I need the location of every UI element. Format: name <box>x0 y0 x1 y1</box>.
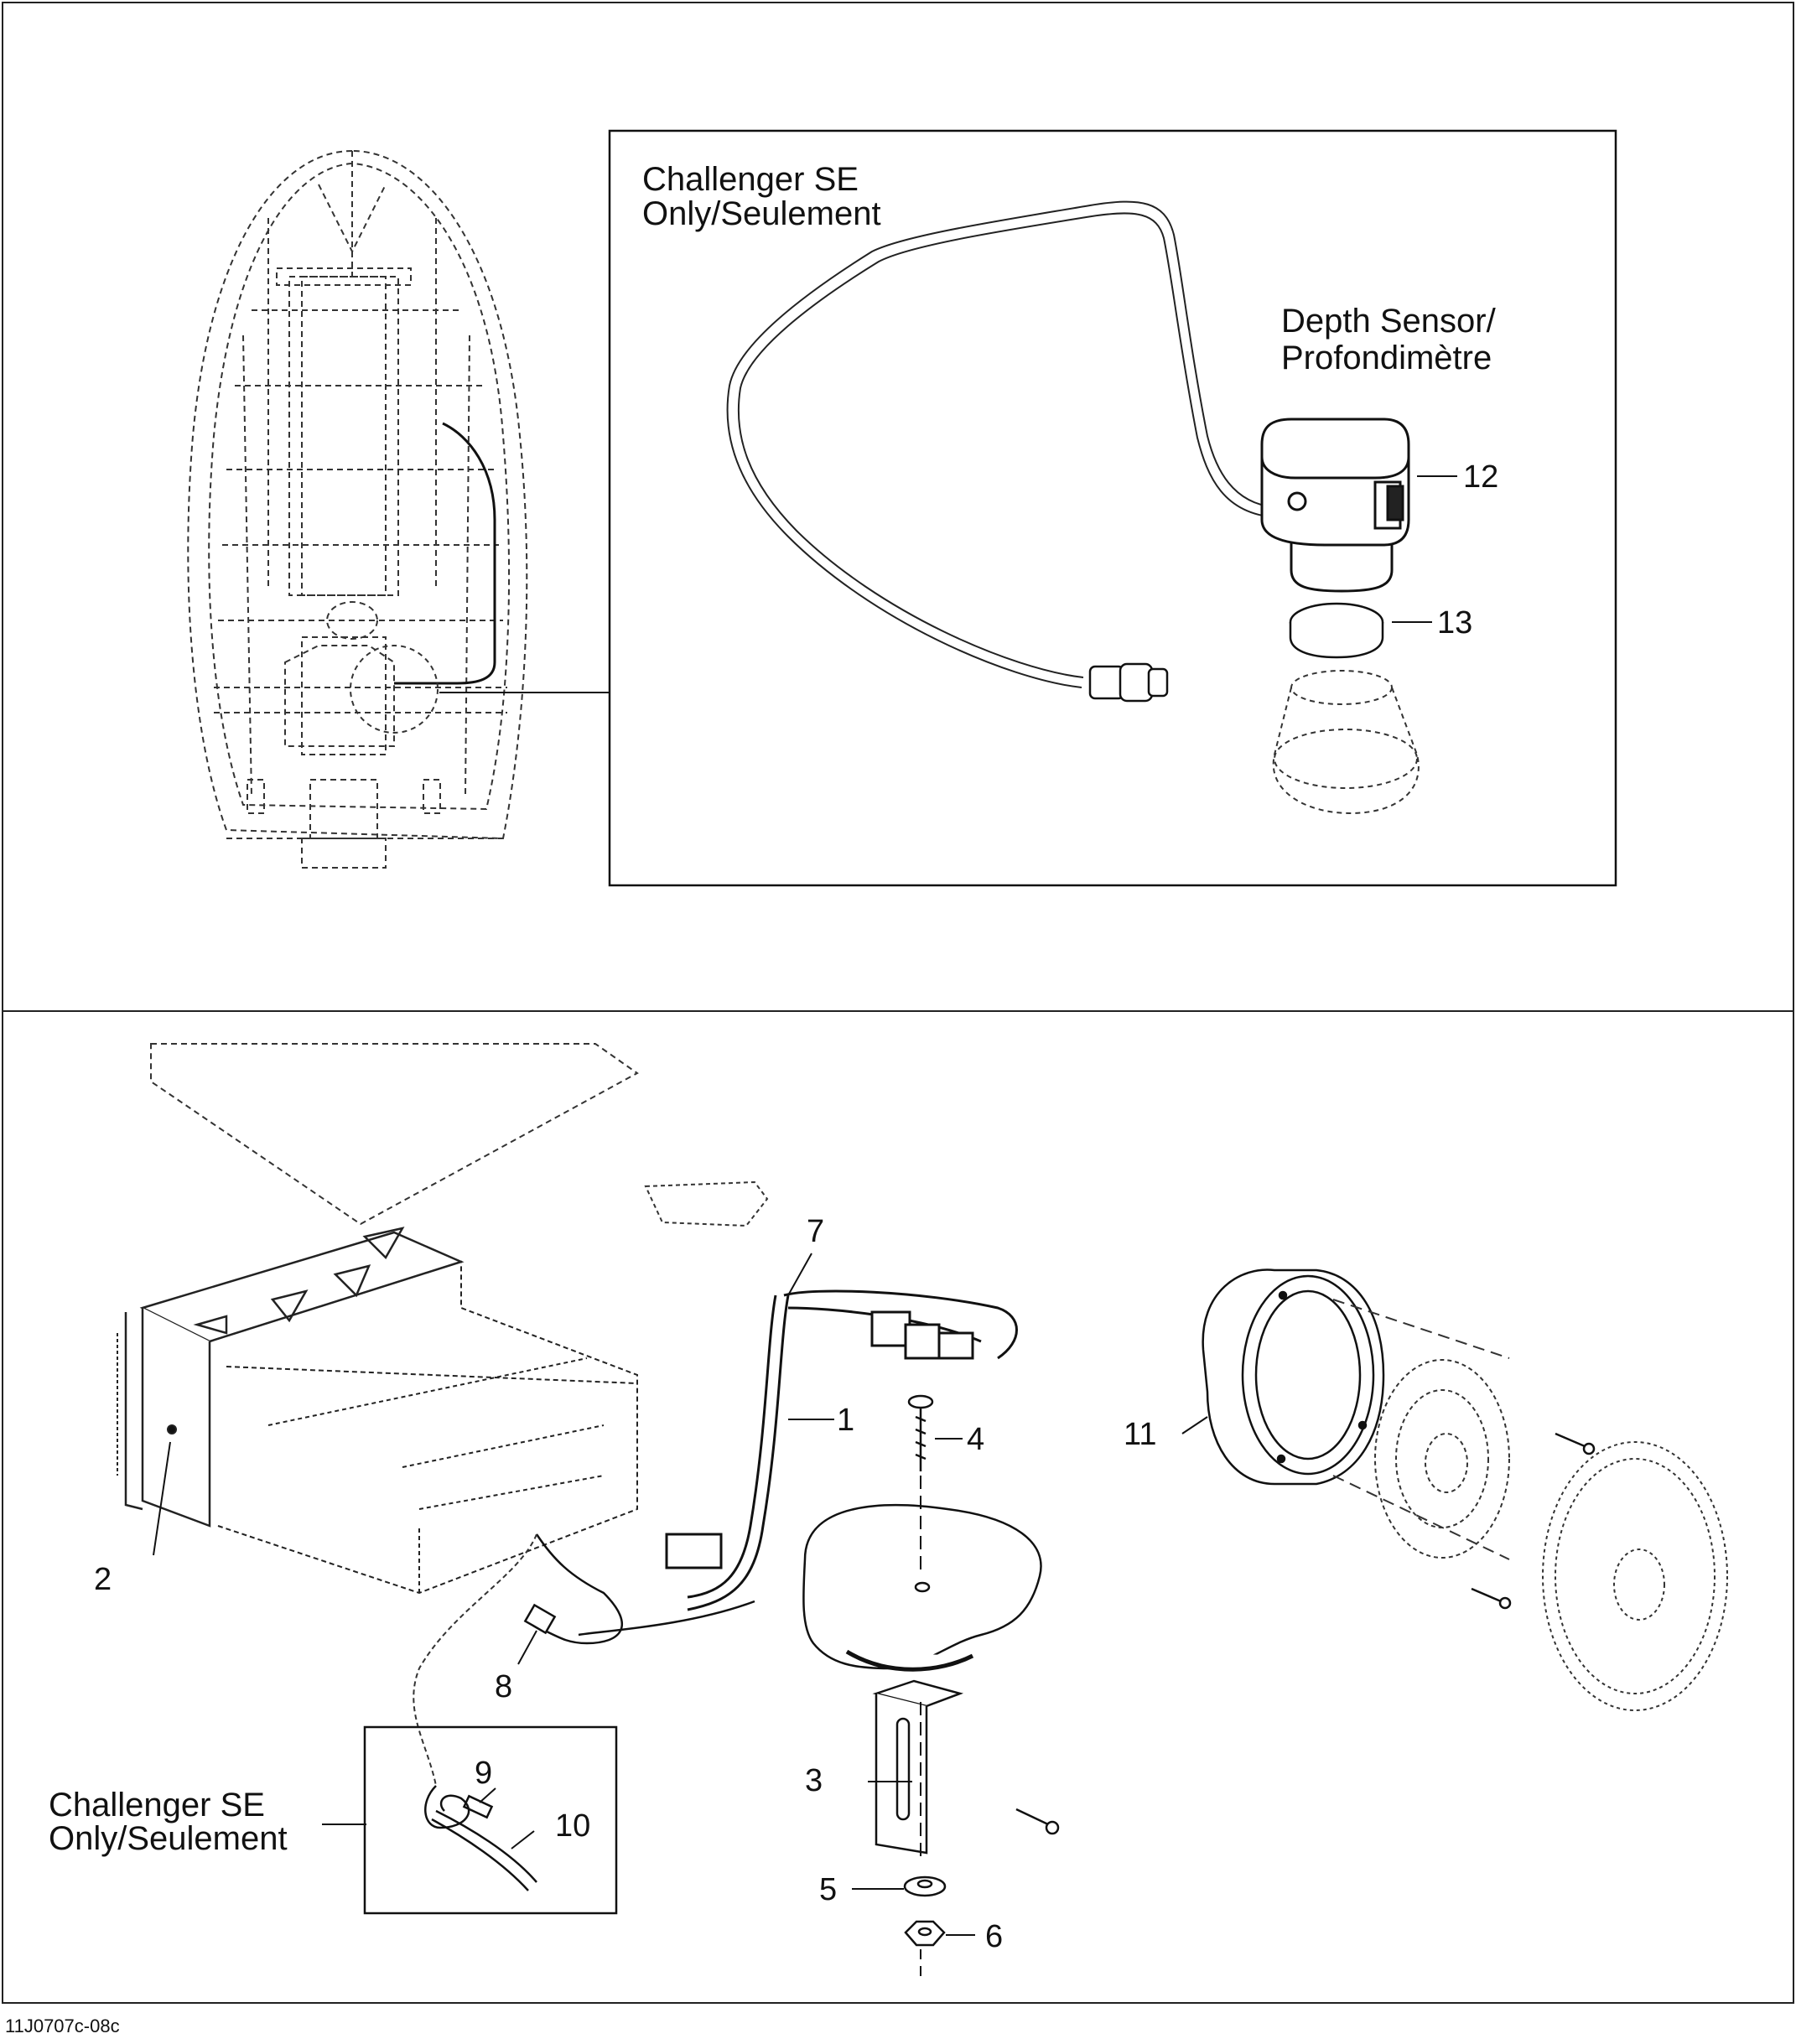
bracket-3-icon <box>872 1679 964 1855</box>
callout-5: 5 <box>819 1872 837 1907</box>
antenna-cable <box>535 1533 623 1645</box>
wiring-harness <box>665 1289 1018 1611</box>
radio-unit <box>117 1227 638 1595</box>
nut-6-icon <box>904 1920 946 1947</box>
callout-3: 3 <box>805 1763 823 1798</box>
cable-connector <box>1088 662 1169 703</box>
callout-leaders <box>153 1253 1208 1936</box>
callout-12: 12 <box>1463 459 1498 495</box>
bottom-panel-frame <box>2 1010 1794 2004</box>
speaker-ring-icon <box>1202 1268 1385 1486</box>
inset-box <box>608 129 1617 887</box>
bracket-plate <box>644 1180 769 1227</box>
detail-circle <box>350 645 439 734</box>
washer-5-icon <box>903 1875 947 1897</box>
sensor-housing <box>1272 670 1420 815</box>
callout-9: 9 <box>475 1756 492 1791</box>
se-detail-box <box>363 1725 618 1915</box>
se-cable <box>413 1533 537 1787</box>
inset-title-line2: Only/Seulement <box>642 195 881 232</box>
callout-6: 6 <box>985 1919 1003 1954</box>
sensor-wire-hull <box>394 422 496 685</box>
speaker-screws-icon <box>1471 1432 1596 1610</box>
antenna-cable-2 <box>578 1600 755 1637</box>
speaker-grille-icon <box>1542 1441 1728 1711</box>
callout-4: 4 <box>967 1422 984 1457</box>
se-note-line1: Challenger SE <box>49 1787 265 1824</box>
top-panel-frame <box>2 2 1794 1012</box>
figure-code: 11J0707c-08c <box>5 2015 120 2036</box>
hull-topview <box>187 149 528 869</box>
mount-pad <box>802 1504 1042 1672</box>
callout-2: 2 <box>94 1562 112 1597</box>
sensor-label-line2: Profondimètre <box>1281 340 1492 376</box>
callout-7: 7 <box>807 1214 824 1249</box>
sensor-label-line1: Depth Sensor/ <box>1281 303 1497 340</box>
screw-4-icon <box>907 1394 934 1471</box>
cable-tie-detail <box>424 1785 537 1891</box>
small-screw-icon <box>1015 1808 1060 1835</box>
speaker-driver-icon <box>1332 1299 1510 1560</box>
callout-11: 11 <box>1124 1417 1156 1452</box>
depth-sensor-icon <box>1260 418 1410 593</box>
sensor-disc-icon <box>1289 602 1384 659</box>
callout-10: 10 <box>555 1808 590 1844</box>
cover-panel <box>150 1043 639 1226</box>
antenna-plug-icon <box>523 1603 557 1635</box>
inset-title-line1: Challenger SE <box>642 161 859 198</box>
sensor-cable <box>726 200 1275 688</box>
callout-8: 8 <box>495 1669 512 1704</box>
se-note-line2: Only/Seulement <box>49 1820 288 1857</box>
callout-13: 13 <box>1437 605 1472 641</box>
callout-1: 1 <box>837 1403 854 1438</box>
